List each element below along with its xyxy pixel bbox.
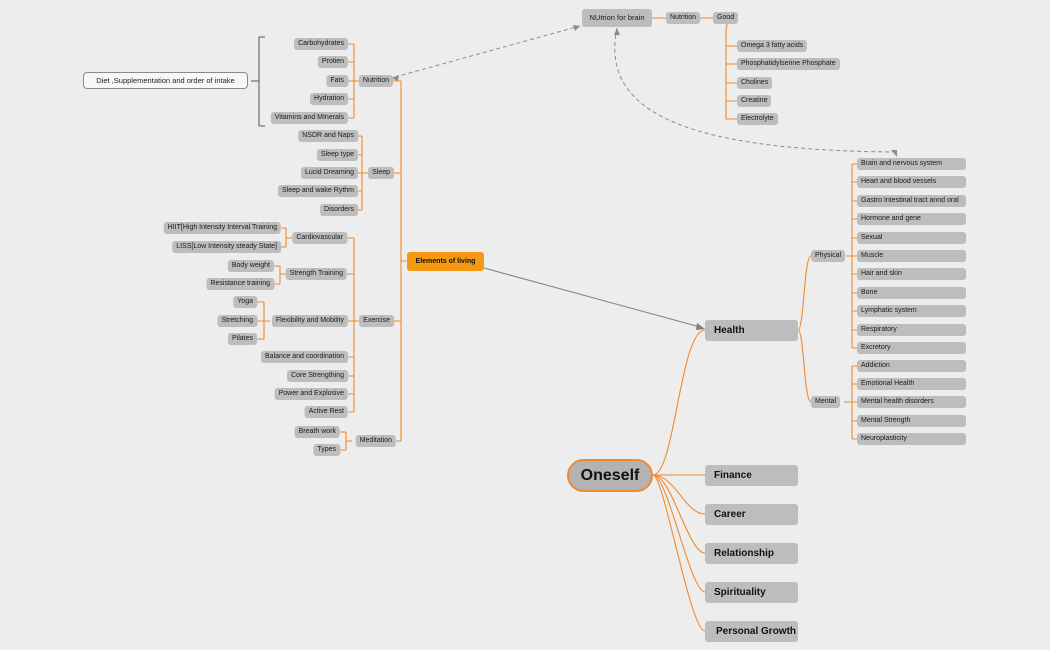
spirituality-node[interactable]: Spirituality: [705, 582, 798, 603]
brain-item[interactable]: Omega 3 fatty acids: [737, 40, 808, 52]
mental-item[interactable]: Neuroplasticity: [857, 433, 966, 445]
sleep-item[interactable]: Disorders: [320, 204, 358, 216]
flex-item[interactable]: Pilates: [227, 333, 257, 345]
exercise-item[interactable]: Core Strengthing: [287, 370, 348, 382]
sleep-node[interactable]: Sleep: [368, 167, 394, 179]
mental-item[interactable]: Emotional Health: [857, 378, 966, 390]
brain-good-node[interactable]: Good: [713, 12, 739, 24]
relationship-node[interactable]: Relationship: [705, 543, 798, 564]
flex-item[interactable]: Stretching: [217, 315, 257, 327]
flex-item[interactable]: Yoga: [233, 296, 257, 308]
physical-item[interactable]: Brain and nervous system: [857, 158, 966, 170]
mental-item[interactable]: Addiction: [857, 360, 966, 372]
physical-item[interactable]: Hair and skin: [857, 268, 966, 280]
career-node[interactable]: Career: [705, 504, 798, 525]
finance-node[interactable]: Finance: [705, 465, 798, 486]
nutrition-item[interactable]: Hydration: [310, 93, 348, 105]
mental-item[interactable]: Mental Strength: [857, 415, 966, 427]
meditation-item[interactable]: Breath work: [294, 426, 340, 438]
nutrition-for-brain-node[interactable]: NUtrion for brain: [582, 9, 652, 27]
exercise-node[interactable]: Exercise: [359, 315, 394, 327]
physical-node[interactable]: Physical: [811, 250, 846, 262]
brain-item[interactable]: Electrolyte: [737, 113, 778, 125]
strength-training-node[interactable]: Strength Training: [285, 268, 347, 280]
exercise-item[interactable]: Active Rest: [304, 406, 348, 418]
nutrition-item[interactable]: Carbohydrates: [294, 38, 348, 50]
flexibility-node[interactable]: Flexibility and Mobility: [271, 315, 348, 327]
physical-item[interactable]: Sexual: [857, 232, 966, 244]
root-node[interactable]: Oneself: [567, 459, 653, 492]
physical-item[interactable]: Gastro Intestinal tract annd oral: [857, 195, 966, 207]
sleep-item[interactable]: Lucid Dreaming: [300, 167, 358, 179]
physical-item[interactable]: Bone: [857, 287, 966, 299]
brain-item[interactable]: Phosphatidylserine Phosphate: [737, 58, 840, 70]
brain-item[interactable]: Creatine: [737, 95, 772, 107]
physical-item[interactable]: Muscle: [857, 250, 966, 262]
meditation-item[interactable]: Types: [313, 444, 340, 456]
nutrition-item[interactable]: Protien: [317, 56, 348, 68]
mental-node[interactable]: Mental: [811, 396, 841, 408]
strength-item[interactable]: Resistance training: [206, 278, 274, 290]
cardiovascular-node[interactable]: Cardiovascular: [292, 232, 347, 244]
brain-item[interactable]: Cholines: [737, 77, 773, 89]
mental-item[interactable]: Mental health disorders: [857, 396, 966, 408]
nutrition-item[interactable]: Vitamins and MInerals: [270, 112, 348, 124]
physical-item[interactable]: Lymphatic system: [857, 305, 966, 317]
strength-item[interactable]: Body weight: [227, 260, 274, 272]
brain-nutrition-node[interactable]: Nutrition: [666, 12, 701, 24]
meditation-node[interactable]: Meditation: [355, 435, 396, 447]
nutrition-item[interactable]: Fats: [326, 75, 348, 87]
exercise-item[interactable]: Balance and coordination: [260, 351, 348, 363]
sleep-item[interactable]: Sleep type: [316, 149, 358, 161]
sleep-item[interactable]: NSDR and Naps: [298, 130, 358, 142]
physical-item[interactable]: Hormone and gene: [857, 213, 966, 225]
diet-note[interactable]: Diet ,Supplementation and order of intak…: [83, 72, 248, 89]
cardio-item[interactable]: HIIT[High Intensity Interval Training: [163, 222, 281, 234]
sleep-item[interactable]: Sleep and wake Rythm: [278, 185, 358, 197]
physical-item[interactable]: Respiratory: [857, 324, 966, 336]
health-node[interactable]: Health: [705, 320, 798, 341]
nutrition-node[interactable]: Nutrition: [358, 75, 393, 87]
physical-item[interactable]: Heart and blood vessels: [857, 176, 966, 188]
elements-of-living-node[interactable]: Elements of living: [407, 252, 484, 271]
cardio-item[interactable]: LISS[Low Intensity steady State]: [172, 241, 281, 253]
personal-growth-node[interactable]: Personal Growth: [705, 621, 798, 642]
physical-item[interactable]: Excretory: [857, 342, 966, 354]
exercise-item[interactable]: Power and Explosive: [274, 388, 348, 400]
